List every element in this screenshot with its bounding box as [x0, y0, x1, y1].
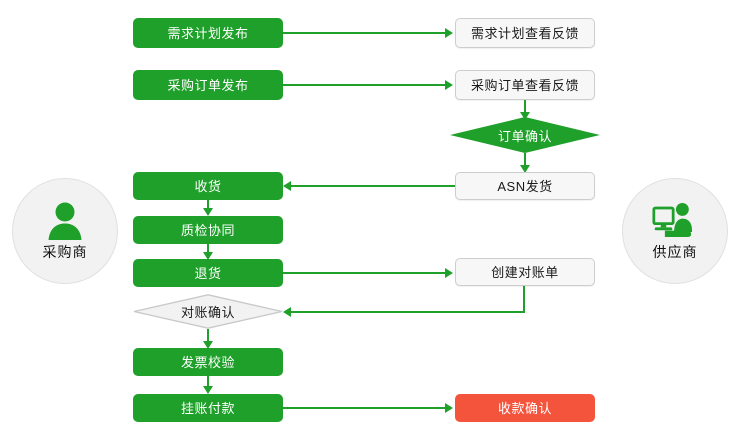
node-return-goods[interactable]: 退货	[133, 259, 283, 287]
node-label: 创建对账单	[491, 264, 559, 280]
node-demand-plan-feedback[interactable]: 需求计划查看反馈	[455, 18, 595, 48]
person-at-computer-icon	[652, 200, 698, 240]
connector-qc-to-return	[207, 244, 209, 254]
connector-payment-to-receipt	[283, 407, 445, 409]
node-purchase-order-feedback[interactable]: 采购订单查看反馈	[455, 70, 595, 100]
node-label: 需求计划发布	[167, 25, 249, 41]
connector-demand-plan	[283, 32, 445, 34]
arrowhead-demand-plan	[445, 28, 453, 38]
connector-purchase-order	[283, 84, 445, 86]
diamond-shape	[450, 117, 600, 153]
node-label: 采购订单查看反馈	[470, 77, 579, 93]
connector-to-order-confirm	[524, 100, 526, 114]
arrowhead-qc-to-return	[203, 252, 213, 260]
node-label: 采购订单发布	[167, 77, 249, 93]
arrowhead-to-asn	[520, 165, 530, 173]
actor-buyer-label: 采购商	[42, 244, 88, 260]
connector-asn-to-receipt	[291, 185, 455, 187]
node-demand-plan-publish[interactable]: 需求计划发布	[133, 18, 283, 48]
connector-invoice-to-payment	[207, 376, 209, 388]
actor-buyer[interactable]: 采购商	[12, 178, 118, 284]
node-quality-inspection[interactable]: 质检协同	[133, 216, 283, 244]
diamond-shape	[133, 294, 283, 329]
node-payment-receipt-confirm[interactable]: 收款确认	[455, 394, 595, 422]
connector-receipt-to-qc	[207, 200, 209, 210]
actor-supplier-label: 供应商	[652, 244, 698, 260]
connector-to-asn	[524, 153, 526, 167]
connector-return-to-statement	[283, 272, 445, 274]
node-label: 需求计划查看反馈	[470, 25, 579, 41]
arrowhead-asn-to-receipt	[283, 181, 291, 191]
actor-supplier[interactable]: 供应商	[622, 178, 728, 284]
node-reconciliation-confirm[interactable]: 对账确认	[133, 294, 283, 329]
arrowhead-statement-to-reconcile	[283, 307, 291, 317]
connector-statement-left	[291, 311, 525, 313]
node-label: 收货	[194, 178, 222, 194]
node-goods-receipt[interactable]: 收货	[133, 172, 283, 200]
node-label: 对账确认	[180, 305, 235, 320]
arrowhead-purchase-order	[445, 80, 453, 90]
connector-reconcile-to-invoice	[207, 329, 209, 343]
arrowhead-to-order-confirm	[520, 112, 530, 120]
node-label: 订单确认	[497, 128, 552, 144]
arrowhead-reconcile-to-invoice	[203, 341, 213, 349]
node-label: 挂账付款	[180, 400, 235, 416]
node-label: 退货	[194, 265, 222, 281]
node-asn-shipment[interactable]: ASN发货	[455, 172, 595, 200]
arrowhead-invoice-to-payment	[203, 386, 213, 394]
arrowhead-payment-to-receipt	[445, 403, 453, 413]
person-icon	[42, 200, 88, 240]
connector-statement-down	[523, 286, 525, 313]
node-order-confirm[interactable]: 订单确认	[450, 117, 600, 153]
node-invoice-verification[interactable]: 发票校验	[133, 348, 283, 376]
node-label: 质检协同	[180, 222, 235, 238]
node-label: 发票校验	[180, 354, 235, 370]
node-purchase-order-publish[interactable]: 采购订单发布	[133, 70, 283, 100]
node-payment-posting[interactable]: 挂账付款	[133, 394, 283, 422]
node-label: ASN发货	[497, 178, 553, 194]
node-create-statement[interactable]: 创建对账单	[455, 258, 595, 286]
node-label: 收款确认	[497, 400, 552, 416]
arrowhead-return-to-statement	[445, 268, 453, 278]
arrowhead-receipt-to-qc	[203, 208, 213, 216]
